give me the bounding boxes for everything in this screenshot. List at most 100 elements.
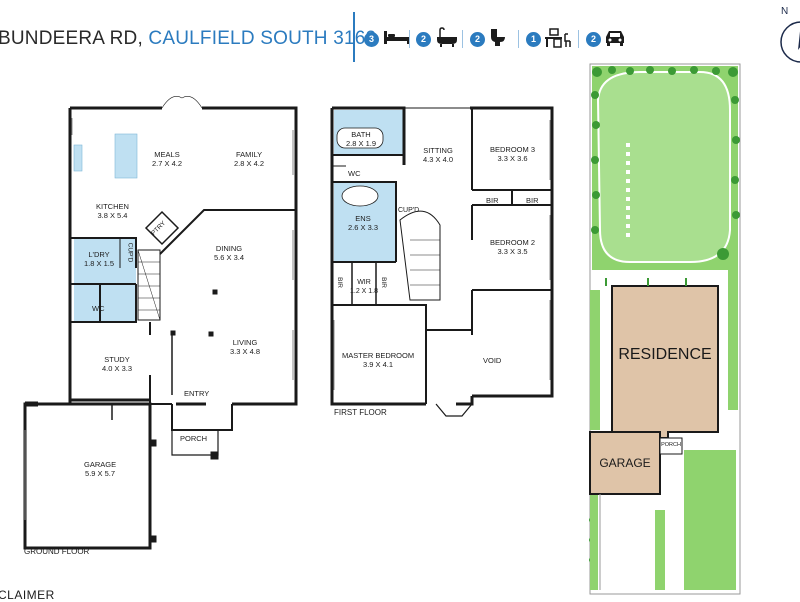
room-dining: DINING 5.6 X 3.4 bbox=[214, 244, 244, 262]
room-name: ENTRY bbox=[184, 389, 210, 398]
disclaimer-link[interactable]: CLAIMER bbox=[0, 588, 55, 602]
study-desk-icon bbox=[544, 26, 572, 53]
street-name: BUNDEERA RD, bbox=[0, 28, 143, 49]
laundry-wc-wet-area bbox=[74, 238, 136, 322]
site-plan bbox=[589, 63, 741, 595]
garage-footprint bbox=[589, 431, 661, 495]
room-name: FAMILY bbox=[235, 150, 263, 159]
bath-icon bbox=[434, 26, 460, 52]
room-dims: 2.8 X 4.2 bbox=[234, 159, 265, 168]
study-count: 1 bbox=[526, 31, 541, 47]
room-ensuite: ENS 2.6 X 3.3 bbox=[348, 214, 378, 232]
header: BUNDEERA RD, CAULFIELD SOUTH 3162 3 2 bbox=[0, 0, 800, 70]
room-void: VOID bbox=[483, 356, 501, 365]
kitchen-island bbox=[114, 133, 138, 179]
room-name: SITTING bbox=[423, 146, 453, 155]
room-name: GARAGE bbox=[84, 460, 117, 469]
room-name: ENS bbox=[355, 214, 371, 223]
room-name: BEDROOM 3 bbox=[490, 145, 536, 154]
room-name: MASTER BEDROOM bbox=[342, 351, 415, 360]
room-entry: ENTRY bbox=[184, 389, 209, 398]
room-dims: 5.6 X 3.4 bbox=[214, 253, 245, 262]
room-cupboard: CUP'D bbox=[125, 243, 134, 263]
ground-floor-caption: GROUND FLOOR bbox=[24, 547, 90, 556]
room-name: BIR bbox=[486, 196, 499, 205]
suburb-postcode: CAULFIELD SOUTH 3162 bbox=[148, 28, 377, 49]
header-divider bbox=[353, 12, 355, 62]
room-name: STUDY bbox=[104, 355, 130, 364]
room-name: BEDROOM 2 bbox=[490, 238, 536, 247]
room-dims: 5.9 X 5.7 bbox=[85, 469, 116, 478]
room-name: L'DRY bbox=[88, 250, 110, 259]
room-name: WC bbox=[348, 169, 361, 178]
room-name: BIR bbox=[526, 196, 539, 205]
room-garage: GARAGE 5.9 X 5.7 bbox=[84, 460, 116, 478]
room-dims: 2.7 X 4.2 bbox=[152, 159, 183, 168]
room-name: WC bbox=[92, 304, 105, 313]
room-name: DINING bbox=[215, 244, 243, 253]
room-name: CUP'D bbox=[126, 242, 134, 263]
kitchen-sink-bench bbox=[73, 144, 83, 172]
room-bir-bed3-left: BIR bbox=[486, 196, 499, 205]
first-floor-walls bbox=[330, 106, 554, 417]
room-cupboard-upper: CUP'D bbox=[398, 206, 419, 215]
room-family: FAMILY 2.8 X 4.2 bbox=[234, 150, 264, 168]
room-dims: 3.3 X 3.6 bbox=[497, 154, 528, 163]
room-bir-bed3-right: BIR bbox=[526, 196, 539, 205]
parking-feature: 2 bbox=[586, 28, 626, 50]
bedrooms-feature: 3 bbox=[364, 28, 412, 50]
room-dims: 3.3 X 4.8 bbox=[230, 347, 261, 356]
room-name: CUP'D bbox=[398, 207, 420, 214]
first-floor-caption: FIRST FLOOR bbox=[334, 408, 387, 417]
room-dims: 3.3 X 3.5 bbox=[497, 247, 528, 256]
room-kitchen: KITCHEN 3.8 X 5.4 bbox=[96, 202, 129, 220]
property-address: BUNDEERA RD, CAULFIELD SOUTH 3162 bbox=[0, 28, 376, 50]
room-bir-master-left: BIR bbox=[335, 277, 344, 288]
feature-divider bbox=[518, 30, 519, 48]
feature-divider bbox=[462, 30, 463, 48]
bathrooms-feature: 2 bbox=[416, 26, 460, 52]
room-laundry: L'DRY 1.8 X 1.5 bbox=[84, 250, 114, 268]
parking-count: 2 bbox=[586, 31, 601, 47]
room-dims: 1.8 X 1.5 bbox=[84, 259, 115, 268]
garage-site-label: GARAGE bbox=[599, 456, 651, 470]
study-feature: 1 bbox=[526, 26, 572, 53]
room-porch: PORCH bbox=[180, 434, 207, 443]
room-meals: MEALS 2.7 X 4.2 bbox=[152, 150, 182, 168]
room-name: WIR bbox=[357, 279, 371, 286]
porch-footprint bbox=[659, 437, 683, 455]
room-dims: 4.0 X 3.3 bbox=[102, 364, 133, 373]
paver-path bbox=[626, 143, 630, 237]
room-dims: 3.8 X 5.4 bbox=[97, 211, 128, 220]
room-name: BATH bbox=[351, 130, 371, 139]
room-bedroom-3: BEDROOM 3 3.3 X 3.6 bbox=[490, 145, 535, 163]
room-name: KITCHEN bbox=[96, 202, 129, 211]
bedrooms-count: 3 bbox=[364, 31, 379, 47]
room-wc: WC bbox=[92, 304, 105, 313]
room-name: PORCH bbox=[180, 434, 208, 443]
north-label: N bbox=[781, 6, 789, 17]
room-name: BIR bbox=[335, 277, 343, 288]
room-bath: BATH 2.8 X 1.9 bbox=[346, 130, 376, 148]
room-dims: 2.8 X 1.9 bbox=[346, 139, 377, 148]
room-wir: WIR 1.2 X 1.8 bbox=[350, 278, 378, 296]
room-name: MEALS bbox=[154, 150, 180, 159]
room-living: LIVING 3.3 X 4.8 bbox=[230, 338, 260, 356]
room-dims: 3.9 X 4.1 bbox=[363, 360, 394, 369]
room-dims: 1.2 X 1.8 bbox=[350, 288, 379, 295]
room-dims: 2.6 X 3.3 bbox=[348, 223, 379, 232]
room-study: STUDY 4.0 X 3.3 bbox=[102, 355, 132, 373]
toilets-feature: 2 bbox=[470, 28, 508, 50]
bathrooms-count: 2 bbox=[416, 31, 431, 47]
bed-icon bbox=[382, 28, 412, 51]
car-icon bbox=[604, 28, 626, 51]
room-name: BIR bbox=[379, 277, 387, 288]
feature-divider bbox=[578, 30, 579, 48]
room-dims: 4.3 X 4.0 bbox=[423, 155, 454, 164]
room-name: LIVING bbox=[232, 338, 258, 347]
room-bir-master-right: BIR bbox=[379, 277, 388, 288]
toilets-count: 2 bbox=[470, 31, 485, 47]
feature-divider bbox=[409, 30, 410, 48]
toilet-icon bbox=[488, 27, 508, 52]
